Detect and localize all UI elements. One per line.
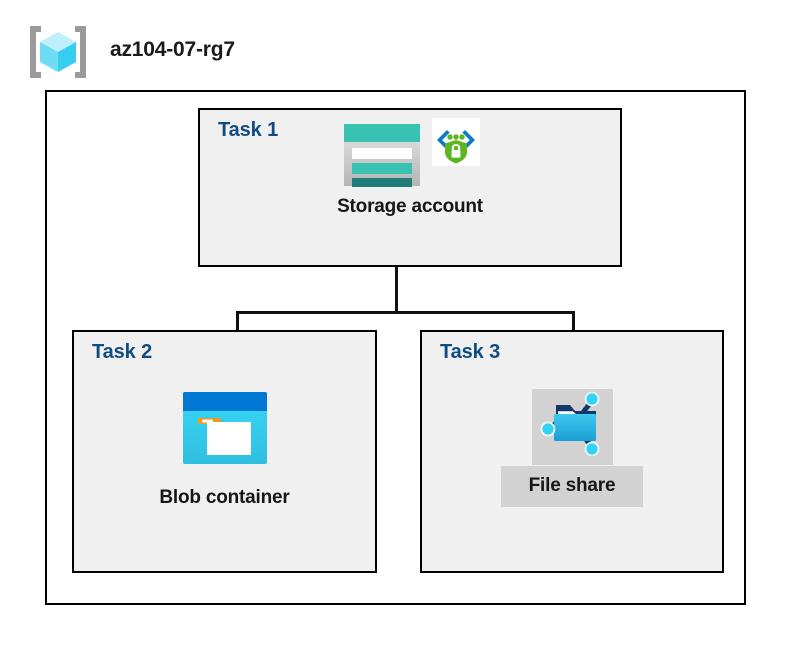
connector-horizontal-bus <box>236 311 575 314</box>
resource-group-header: az104-07-rg7 <box>26 24 446 82</box>
task-2-label: Task 2 <box>92 341 153 363</box>
private-endpoint-secure-icon <box>432 118 480 171</box>
connector-storage-trunk <box>395 230 398 314</box>
azure-blob-container-icon <box>181 390 269 471</box>
azure-resource-group-icon <box>26 24 90 80</box>
task-1-label: Task 1 <box>218 119 279 141</box>
azure-file-share-icon <box>534 389 610 466</box>
blob-container-caption: Blob container <box>159 487 290 508</box>
resource-group-name: az104-07-rg7 <box>110 38 235 61</box>
node-blob-container[interactable]: Blob container <box>72 390 377 509</box>
node-file-share[interactable]: File share <box>420 389 724 507</box>
node-storage-account[interactable]: Storage account <box>198 118 622 218</box>
file-share-caption: File share <box>528 475 616 496</box>
azure-storage-account-icon <box>340 118 424 195</box>
file-share-icon-plate <box>531 389 613 466</box>
file-share-caption-plate: File share <box>500 466 644 507</box>
storage-icon-row <box>340 118 480 190</box>
storage-account-caption: Storage account <box>337 196 483 217</box>
task-3-label: Task 3 <box>440 341 501 363</box>
